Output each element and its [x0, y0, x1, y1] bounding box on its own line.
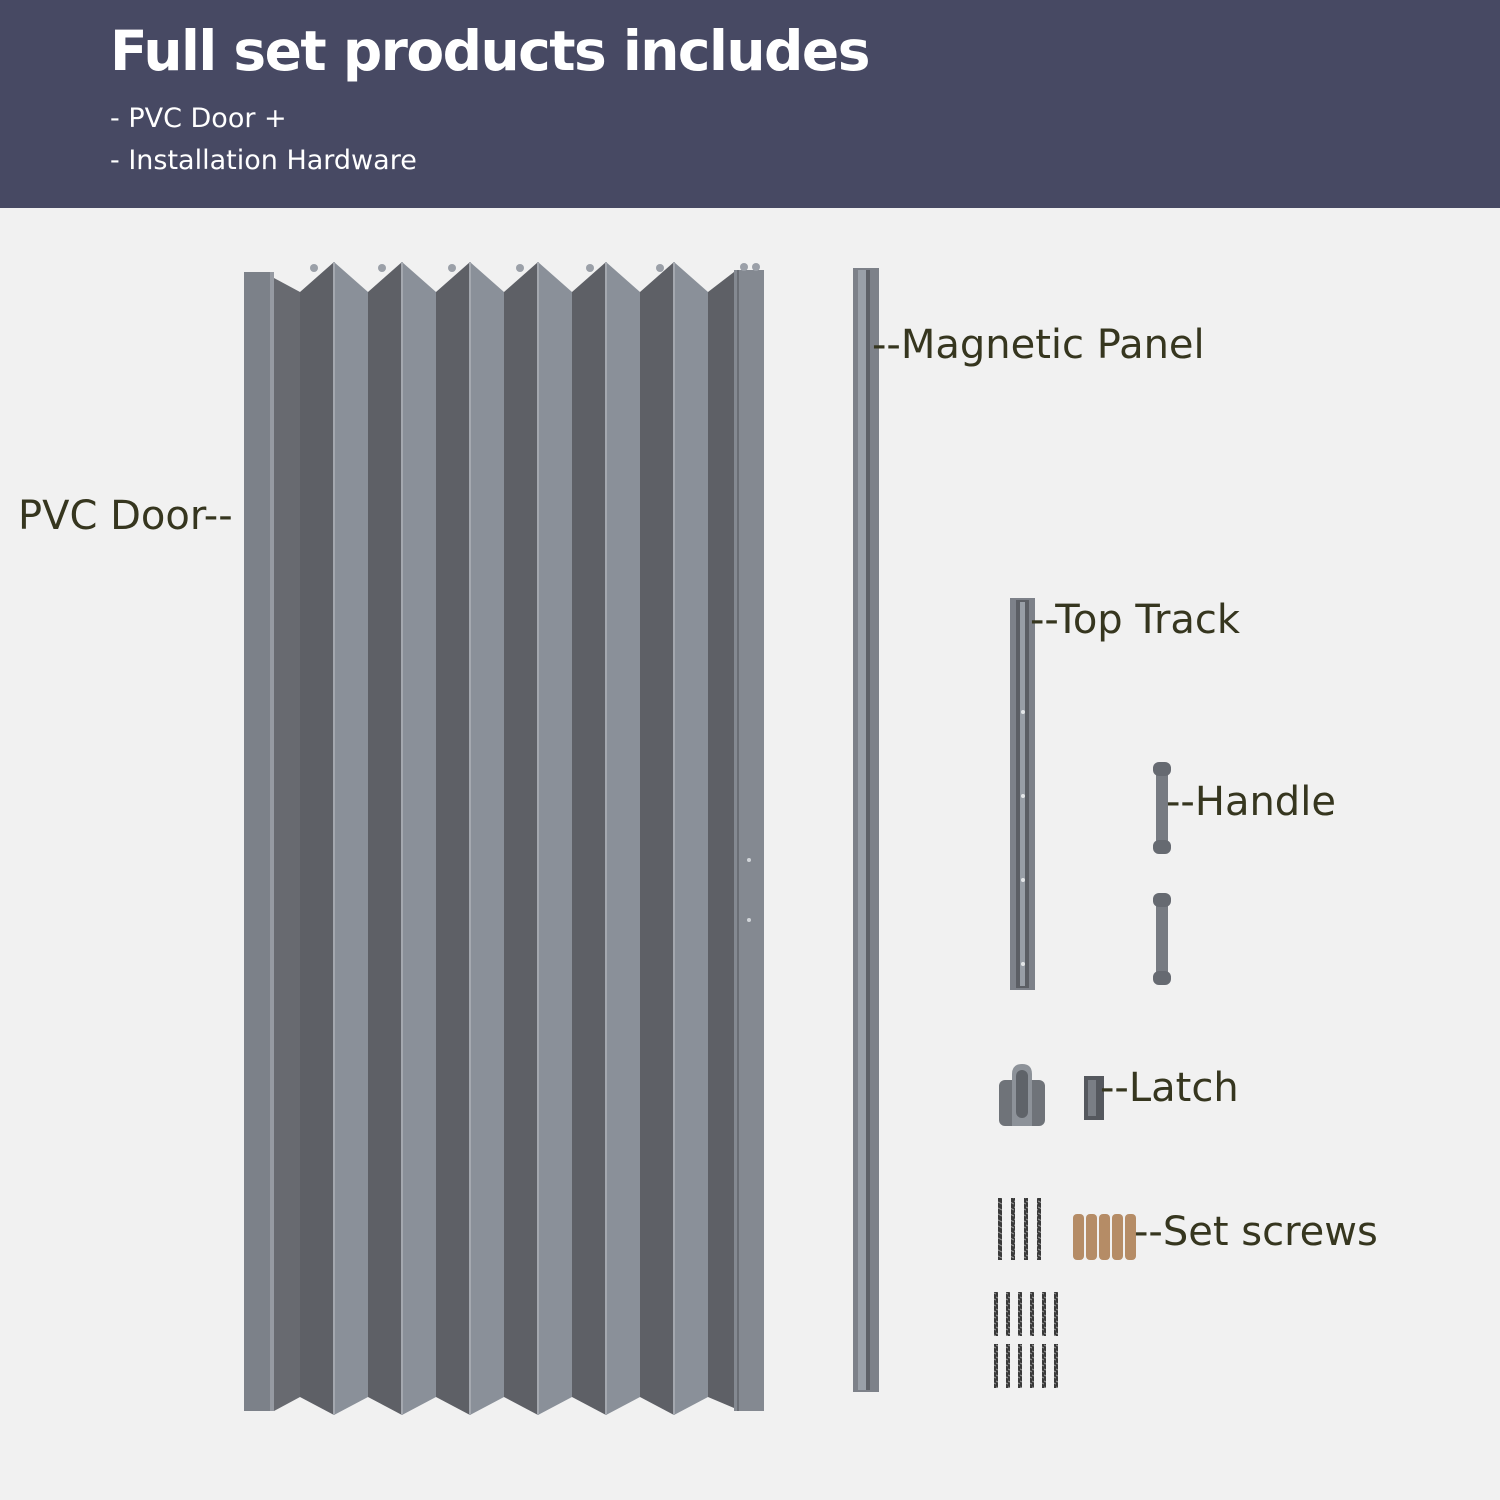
label-set-screws: --Set screws [1134, 1209, 1378, 1255]
page-title: Full set products includes [110, 19, 870, 83]
label-pvc-door: PVC Door-- [18, 493, 233, 539]
pvc-door-icon [244, 262, 764, 1415]
include-item-door: - PVC Door + [110, 103, 287, 134]
dowel-icon [1073, 1214, 1136, 1260]
screw-icon [994, 1198, 1058, 1388]
latch-icon [999, 1064, 1104, 1126]
include-item-hardware: - Installation Hardware [110, 145, 417, 176]
label-magnetic-panel: --Magnetic Panel [872, 322, 1205, 368]
label-latch: --Latch [1100, 1065, 1239, 1111]
label-handle: --Handle [1166, 779, 1336, 825]
header-banner: Full set products includes - PVC Door + … [0, 0, 1500, 208]
label-top-track: --Top Track [1030, 597, 1241, 643]
handle-icon [1153, 762, 1171, 985]
magnetic-panel-icon [853, 268, 879, 1392]
top-track-icon [1010, 598, 1035, 990]
